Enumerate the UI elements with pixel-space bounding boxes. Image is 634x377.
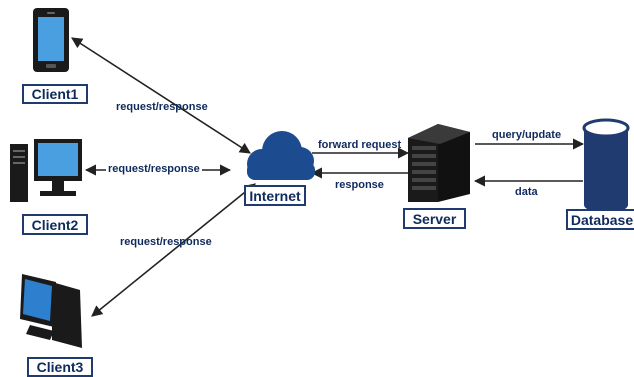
desktop-computer-icon: [10, 139, 82, 202]
data-edge-label: data: [515, 186, 538, 198]
cloud-icon: [247, 131, 315, 180]
computer-icon: [20, 274, 82, 348]
client1-label: Client1: [22, 84, 88, 104]
server-icon: [408, 124, 470, 202]
client2-label: Client2: [22, 214, 88, 235]
internet-label: Internet: [244, 185, 306, 206]
client3-internet-connector: [91, 183, 256, 317]
database-icon: [582, 118, 630, 213]
query-update-label: query/update: [492, 129, 562, 141]
client1-internet-connector: [71, 37, 251, 154]
forward-request-label: forward request: [318, 139, 402, 151]
client1-edge-label: request/response: [116, 101, 208, 113]
client2-edge-label: request/response: [106, 163, 202, 175]
server-label: Server: [403, 208, 466, 229]
database-label: Database: [566, 209, 634, 230]
smartphone-icon: [33, 8, 69, 72]
client3-edge-label: request/response: [120, 236, 212, 248]
client3-label: Client3: [27, 357, 93, 377]
response-label: response: [335, 179, 384, 191]
